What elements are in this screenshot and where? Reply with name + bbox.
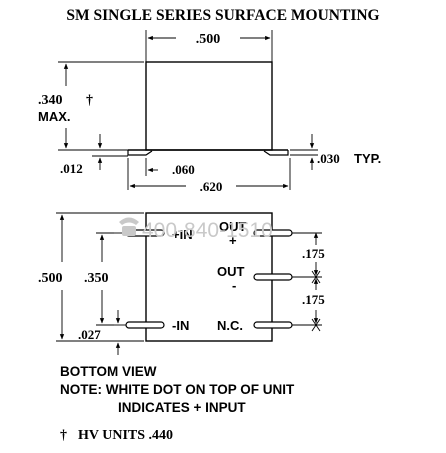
lead-thickness-dim-label: .030 xyxy=(317,151,340,166)
hv-dagger-mark: † xyxy=(60,428,67,443)
pin-label-plus-in: +IN xyxy=(172,227,193,242)
diagram-title: SM SINGLE SERIES SURFACE MOUNTING xyxy=(66,7,379,24)
pin-nc xyxy=(253,318,322,332)
bottom-view-label: BOTTOM VIEW xyxy=(60,364,157,379)
height-dim-label: .340 xyxy=(38,93,63,108)
phone-icon xyxy=(119,217,139,236)
note-line-2: INDICATES + INPUT xyxy=(118,400,246,415)
side-view xyxy=(58,30,318,190)
max-label: MAX. xyxy=(38,109,71,124)
pin-out-minus xyxy=(253,270,322,284)
bottom-height-dim-label: .500 xyxy=(38,271,63,286)
pitch-top-dim-label: .175 xyxy=(302,246,325,261)
watermark-text: 400-840-1510 xyxy=(142,219,273,242)
dagger-mark: † xyxy=(86,93,93,108)
note-line-1: NOTE: WHITE DOT ON TOP OF UNIT xyxy=(60,382,295,397)
hv-units-note: HV UNITS .440 xyxy=(78,428,173,443)
bottom-view xyxy=(56,212,322,355)
standoff-dim-label: .012 xyxy=(60,161,83,176)
pitch-bottom-dim-label: .175 xyxy=(302,292,325,307)
side-view-body xyxy=(145,61,273,151)
pin-label-out-minus: OUT xyxy=(217,264,245,279)
pin-span-dim-label: .350 xyxy=(84,271,109,286)
pin-label-nc: N.C. xyxy=(217,318,243,333)
left-lead xyxy=(127,150,153,156)
pin-label-out-plus: OUT xyxy=(219,219,247,234)
edge-dim-label: .027 xyxy=(78,327,101,342)
pin-label-minus-in: -IN xyxy=(172,318,189,333)
pin-label-out-minus-sign: - xyxy=(232,278,236,293)
typ-label: TYP. xyxy=(354,151,381,166)
right-lead xyxy=(263,150,289,156)
width-dim-label: .500 xyxy=(196,32,221,47)
pin-label-out-plus-sign: + xyxy=(229,233,237,248)
overall-dim-label: .620 xyxy=(200,179,223,194)
lead-dim-label: .060 xyxy=(172,162,195,177)
pin-minus-in xyxy=(114,321,165,329)
watermark: 400-840-1510 xyxy=(119,217,273,242)
